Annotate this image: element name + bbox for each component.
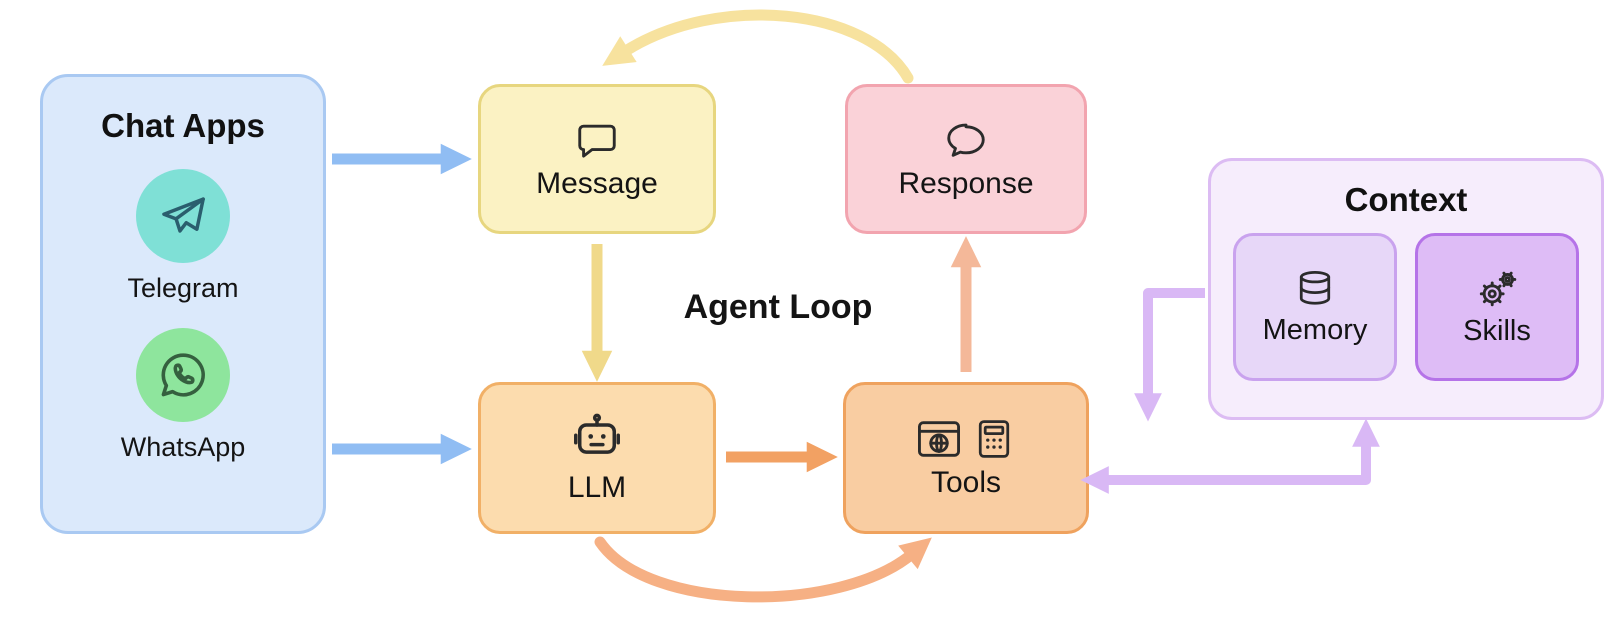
message-label: Message bbox=[536, 167, 658, 200]
response-node: Response bbox=[845, 84, 1087, 234]
message-node: Message bbox=[478, 84, 716, 234]
skills-node: Skills bbox=[1415, 233, 1579, 381]
tools-node: Tools bbox=[843, 382, 1089, 534]
llm-node: LLM bbox=[478, 382, 716, 534]
context-row: Memory Skills bbox=[1211, 233, 1601, 381]
telegram-app: Telegram bbox=[127, 169, 239, 304]
chat-apps-title: Chat Apps bbox=[101, 107, 265, 144]
whatsapp-icon bbox=[136, 328, 230, 422]
skills-label: Skills bbox=[1463, 314, 1531, 347]
arrow-llm-to-tools-curve bbox=[594, 536, 932, 603]
tools-label: Tools bbox=[930, 466, 1002, 499]
memory-node: Memory bbox=[1233, 233, 1397, 381]
chat-apps-panel: Chat Apps Telegram WhatsApp bbox=[40, 74, 326, 534]
database-icon bbox=[1299, 270, 1331, 305]
response-label: Response bbox=[898, 167, 1034, 200]
telegram-label: Telegram bbox=[127, 273, 239, 303]
arrow-context-to-tools bbox=[1134, 288, 1205, 422]
memory-label: Memory bbox=[1262, 313, 1368, 346]
calculator-icon bbox=[978, 420, 1010, 458]
context-title: Context bbox=[1344, 181, 1468, 218]
browser-globe-icon bbox=[918, 421, 960, 457]
arrow-tools-context-bidirectional bbox=[1080, 418, 1380, 494]
robot-icon bbox=[574, 413, 620, 454]
arrow-response-to-message-curve bbox=[602, 9, 914, 84]
gears-icon bbox=[1479, 271, 1517, 306]
context-panel: Context Memory Skills bbox=[1208, 158, 1604, 420]
response-bubble-icon bbox=[947, 123, 985, 157]
tools-icons bbox=[916, 416, 1016, 462]
llm-label: LLM bbox=[567, 471, 627, 504]
whatsapp-app: WhatsApp bbox=[120, 328, 246, 463]
telegram-icon bbox=[135, 169, 230, 263]
message-bubble-icon bbox=[578, 124, 616, 158]
whatsapp-label: WhatsApp bbox=[120, 432, 246, 462]
agent-loop-label: Agent Loop bbox=[683, 288, 873, 326]
